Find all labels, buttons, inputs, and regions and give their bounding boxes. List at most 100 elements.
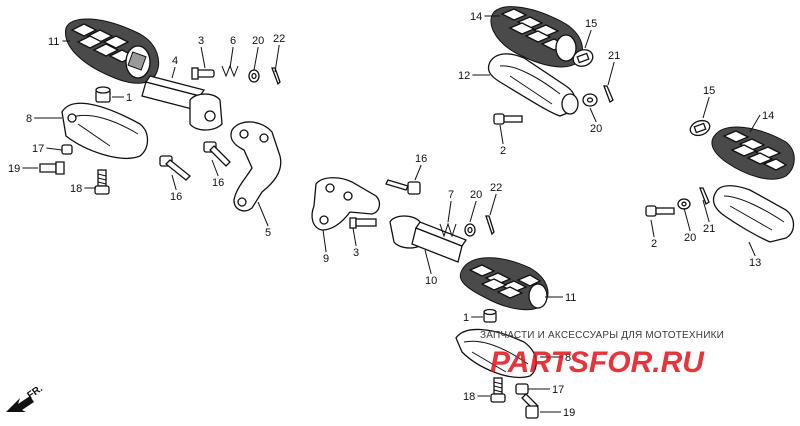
callout-c11b: 11 [545,292,576,304]
callout-c16b: 16 [211,159,224,189]
part-footpeg-bar-left [141,75,223,131]
callout-number: 20 [684,232,696,244]
callout-leader-line [589,107,597,123]
part-hardware-center-lower [490,377,539,419]
callout-c22b: 22 [489,182,502,216]
callout-leader-line [253,46,259,71]
callout-c8a: 8 [26,113,62,125]
callout-number: 22 [490,182,502,194]
callout-number: 21 [703,223,715,235]
callout-number: 17 [32,143,44,155]
part-bolt-16-center [385,179,421,195]
callout-c6: 6 [229,35,236,69]
callout-c17b: 17 [528,384,564,396]
callout-c7: 7 [447,189,454,223]
callout-c10: 10 [424,249,437,287]
part-footpeg-body-13 [712,185,795,243]
callout-c8b: 8 [540,352,571,364]
callout-c13: 13 [748,241,761,269]
callout-c19b: 19 [540,407,575,419]
callout-number: 14 [470,11,482,23]
callout-number: 10 [425,275,437,287]
callout-leader-line [650,219,655,238]
callout-number: 8 [26,113,32,125]
callout-number: 11 [565,292,576,304]
callout-c20c: 20 [469,189,482,223]
callout-leader-line [229,46,234,69]
callout-c19a: 19 [8,163,38,175]
callout-c11a: 11 [48,36,70,48]
part-washer-15-upper [572,49,594,67]
callout-number: 20 [252,35,264,47]
callout-number: 8 [565,352,571,364]
callout-c18a: 18 [70,183,96,195]
callout-number: 7 [448,189,454,201]
callout-leader-line [499,124,504,145]
callout-c3a: 3 [198,35,206,69]
part-bracket-left [230,121,282,212]
callout-number: 16 [170,191,182,203]
callout-number: 18 [70,183,82,195]
callout-leader-line [352,227,357,247]
callout-leader-line [322,229,327,253]
callout-number: 22 [273,33,285,45]
callout-c20a: 20 [252,35,264,71]
callout-number: 1 [126,92,132,104]
callout-c21a: 21 [607,50,620,86]
part-cotter-pin-21-upper [603,85,614,103]
callout-leader-line [447,200,452,223]
callout-number: 12 [458,70,470,82]
callout-c9: 9 [322,229,329,265]
callout-number: 6 [230,35,236,47]
callout-c1a: 1 [112,92,132,104]
callout-c12: 12 [458,70,490,82]
callout-number: 17 [552,384,564,396]
callout-leader-line [46,147,63,151]
callout-number: 1 [463,312,469,324]
callout-leader-line [683,207,691,232]
part-collar-left [95,86,111,103]
part-rubber-footpeg-upper-left [65,18,160,84]
callout-c2a: 2 [499,124,506,157]
part-footpeg-cover-center [455,328,537,378]
callout-leader-line [607,61,615,86]
part-bolts-16-left [159,141,231,181]
callout-leader-line [749,114,761,133]
callout-c4: 4 [171,55,178,79]
callout-number: 15 [585,18,597,30]
callout-c22a: 22 [273,33,285,73]
callout-c16c: 16 [414,153,427,181]
part-hardware-left-upper [191,64,281,86]
part-rubber-footpeg-upper-right [490,6,583,68]
callout-number: 14 [762,110,774,122]
callout-number: 9 [323,253,329,265]
part-rubber-footpeg-center [459,257,549,311]
part-washer-15-right [689,119,711,137]
callout-number: 16 [212,177,224,189]
callout-c20b: 20 [589,107,602,135]
callout-number: 2 [651,238,657,250]
callout-leader-line [171,66,176,79]
callout-number: 20 [590,123,602,135]
callout-leader-line [257,201,269,227]
part-rubber-footpeg-right [711,126,795,180]
callout-number: 11 [48,36,59,48]
callout-leader-line [489,193,497,216]
part-footpeg-bar-center [389,215,467,263]
part-hardware-right-upper [493,93,598,125]
callout-leader-line [424,249,432,275]
callout-number: 13 [749,257,761,269]
callout-number: 5 [265,227,271,239]
part-footpeg-cover-left [61,102,149,159]
part-hardware-right-lower [645,187,710,217]
callout-number: 19 [563,407,575,419]
callout-leader-line [274,44,280,73]
part-hardware-center [439,215,495,238]
callout-number: 16 [415,153,427,165]
watermark-text: ЗАПЧАСТИ И АКСЕССУАРЫ ДЛЯ МОТОТЕХНИКИ [480,330,724,341]
callout-c17a: 17 [32,143,63,155]
callout-leader-line [171,174,177,191]
callout-c14a: 14 [470,11,500,23]
callout-leader-line [702,96,710,119]
